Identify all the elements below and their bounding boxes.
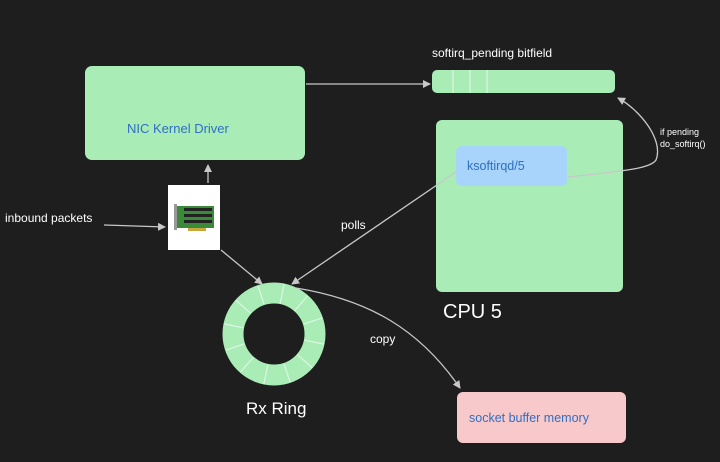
ksoftirqd-label: ksoftirqd/5: [467, 159, 525, 173]
card-to-ring-arrow: [220, 249, 263, 285]
polls-label: polls: [341, 218, 366, 232]
ring-slot-divider: [303, 317, 323, 325]
cpu-label: CPU 5: [443, 301, 502, 323]
do-softirq-label: do_softirq(): [660, 139, 706, 149]
if-pending-label: if pending: [660, 127, 699, 137]
rx-ring-label: Rx Ring: [246, 399, 306, 418]
ring-slot-divider: [296, 354, 313, 369]
ring-slot-divider: [283, 363, 291, 383]
ring-slot-divider: [263, 364, 269, 385]
rx-ring-node: [222, 282, 326, 386]
ring-slot-divider: [294, 295, 309, 312]
ring-slot-divider: [239, 356, 254, 373]
bitfield-label: softirq_pending bitfield: [432, 46, 552, 60]
network-card-icon: [168, 185, 220, 250]
ksoftirqd-node: ksoftirqd/5: [456, 146, 567, 186]
socket-buffer-label: socket buffer memory: [469, 411, 590, 425]
cpu-node: [436, 120, 623, 292]
nic-kernel-driver-node: NIC Kernel Driver: [85, 66, 305, 160]
copy-arrow: [295, 287, 461, 389]
copy-label: copy: [370, 332, 395, 346]
if-pending-arrow: [567, 97, 659, 178]
polls-arrow: [291, 171, 457, 285]
ring-slot-divider: [304, 339, 325, 345]
ring-slot-divider: [257, 285, 265, 305]
inbound-packets-label: inbound packets: [5, 211, 92, 225]
ring-slot-divider: [279, 283, 285, 304]
ring-slot-divider: [223, 323, 244, 329]
ring-slot-divider: [235, 299, 252, 314]
ring-slot-divider: [225, 343, 245, 351]
inbound-arrow: [103, 222, 166, 231]
socket-buffer-node: socket buffer memory: [457, 392, 626, 443]
nic-kernel-driver-label: NIC Kernel Driver: [127, 121, 230, 136]
softirq-bitfield-node: [432, 70, 615, 93]
